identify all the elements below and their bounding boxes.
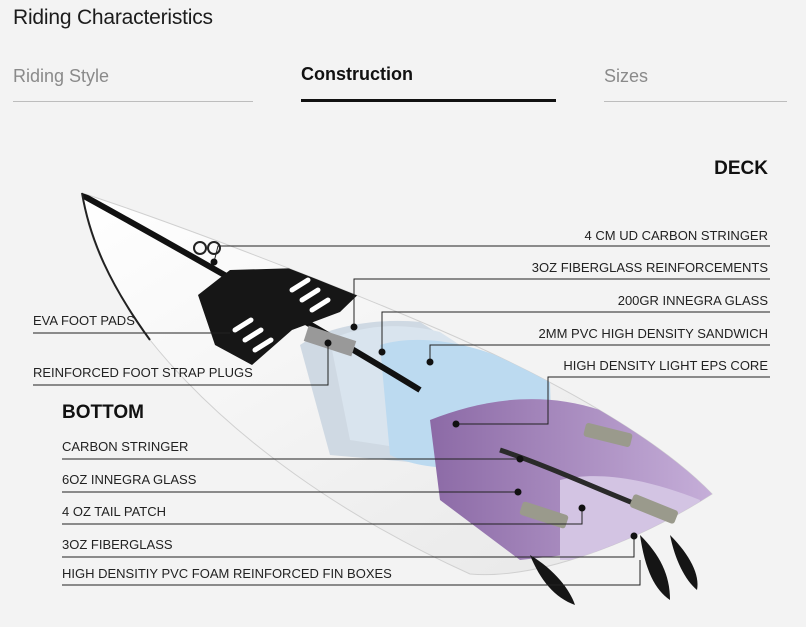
left-label: REINFORCED FOOT STRAP PLUGS (33, 365, 253, 380)
bottom-label: CARBON STRINGER (62, 439, 188, 454)
deck-label: 4 CM UD CARBON STRINGER (585, 228, 768, 243)
tab-label: Riding Style (13, 66, 110, 86)
eva-foot-pad (198, 268, 370, 365)
fin-box (630, 494, 678, 524)
brand-logo-icon (193, 241, 221, 255)
construction-diagram: DECK BOTTOM 4 CM UD CARBON STRINGER 3OZ … (33, 158, 770, 605)
tab-label: Construction (301, 64, 413, 84)
deck-label: 3OZ FIBERGLASS REINFORCEMENTS (532, 260, 769, 275)
left-label: EVA FOOT PADS (33, 313, 135, 328)
tab-label: Sizes (604, 66, 649, 86)
deck-label: HIGH DENSITY LIGHT EPS CORE (563, 358, 768, 373)
tab-riding-style[interactable]: Riding Style (13, 66, 253, 102)
fin-icon (640, 535, 670, 600)
deck-label: 200GR INNEGRA GLASS (618, 293, 769, 308)
tab-sizes[interactable]: Sizes (604, 66, 787, 102)
deck-label: 2MM PVC HIGH DENSITY SANDWICH (539, 326, 768, 341)
page-title: Riding Characteristics (13, 6, 213, 29)
fin-icon (530, 555, 575, 605)
bottom-label: 6OZ INNEGRA GLASS (62, 472, 197, 487)
bottom-heading: BOTTOM (62, 402, 144, 423)
fin-box (519, 501, 569, 529)
tab-construction[interactable]: Construction (301, 64, 556, 102)
bottom-label: 3OZ FIBERGLASS (62, 537, 173, 552)
fin-icon (670, 535, 698, 590)
bottom-label: 4 OZ TAIL PATCH (62, 504, 166, 519)
callout-lines (33, 245, 770, 586)
callout-dots (210, 258, 638, 540)
surfboard-illustration (81, 192, 713, 605)
deck-heading: DECK (714, 158, 768, 179)
bottom-label: HIGH DENSITIY PVC FOAM REINFORCED FIN BO… (62, 566, 392, 581)
fin-box (583, 423, 633, 447)
